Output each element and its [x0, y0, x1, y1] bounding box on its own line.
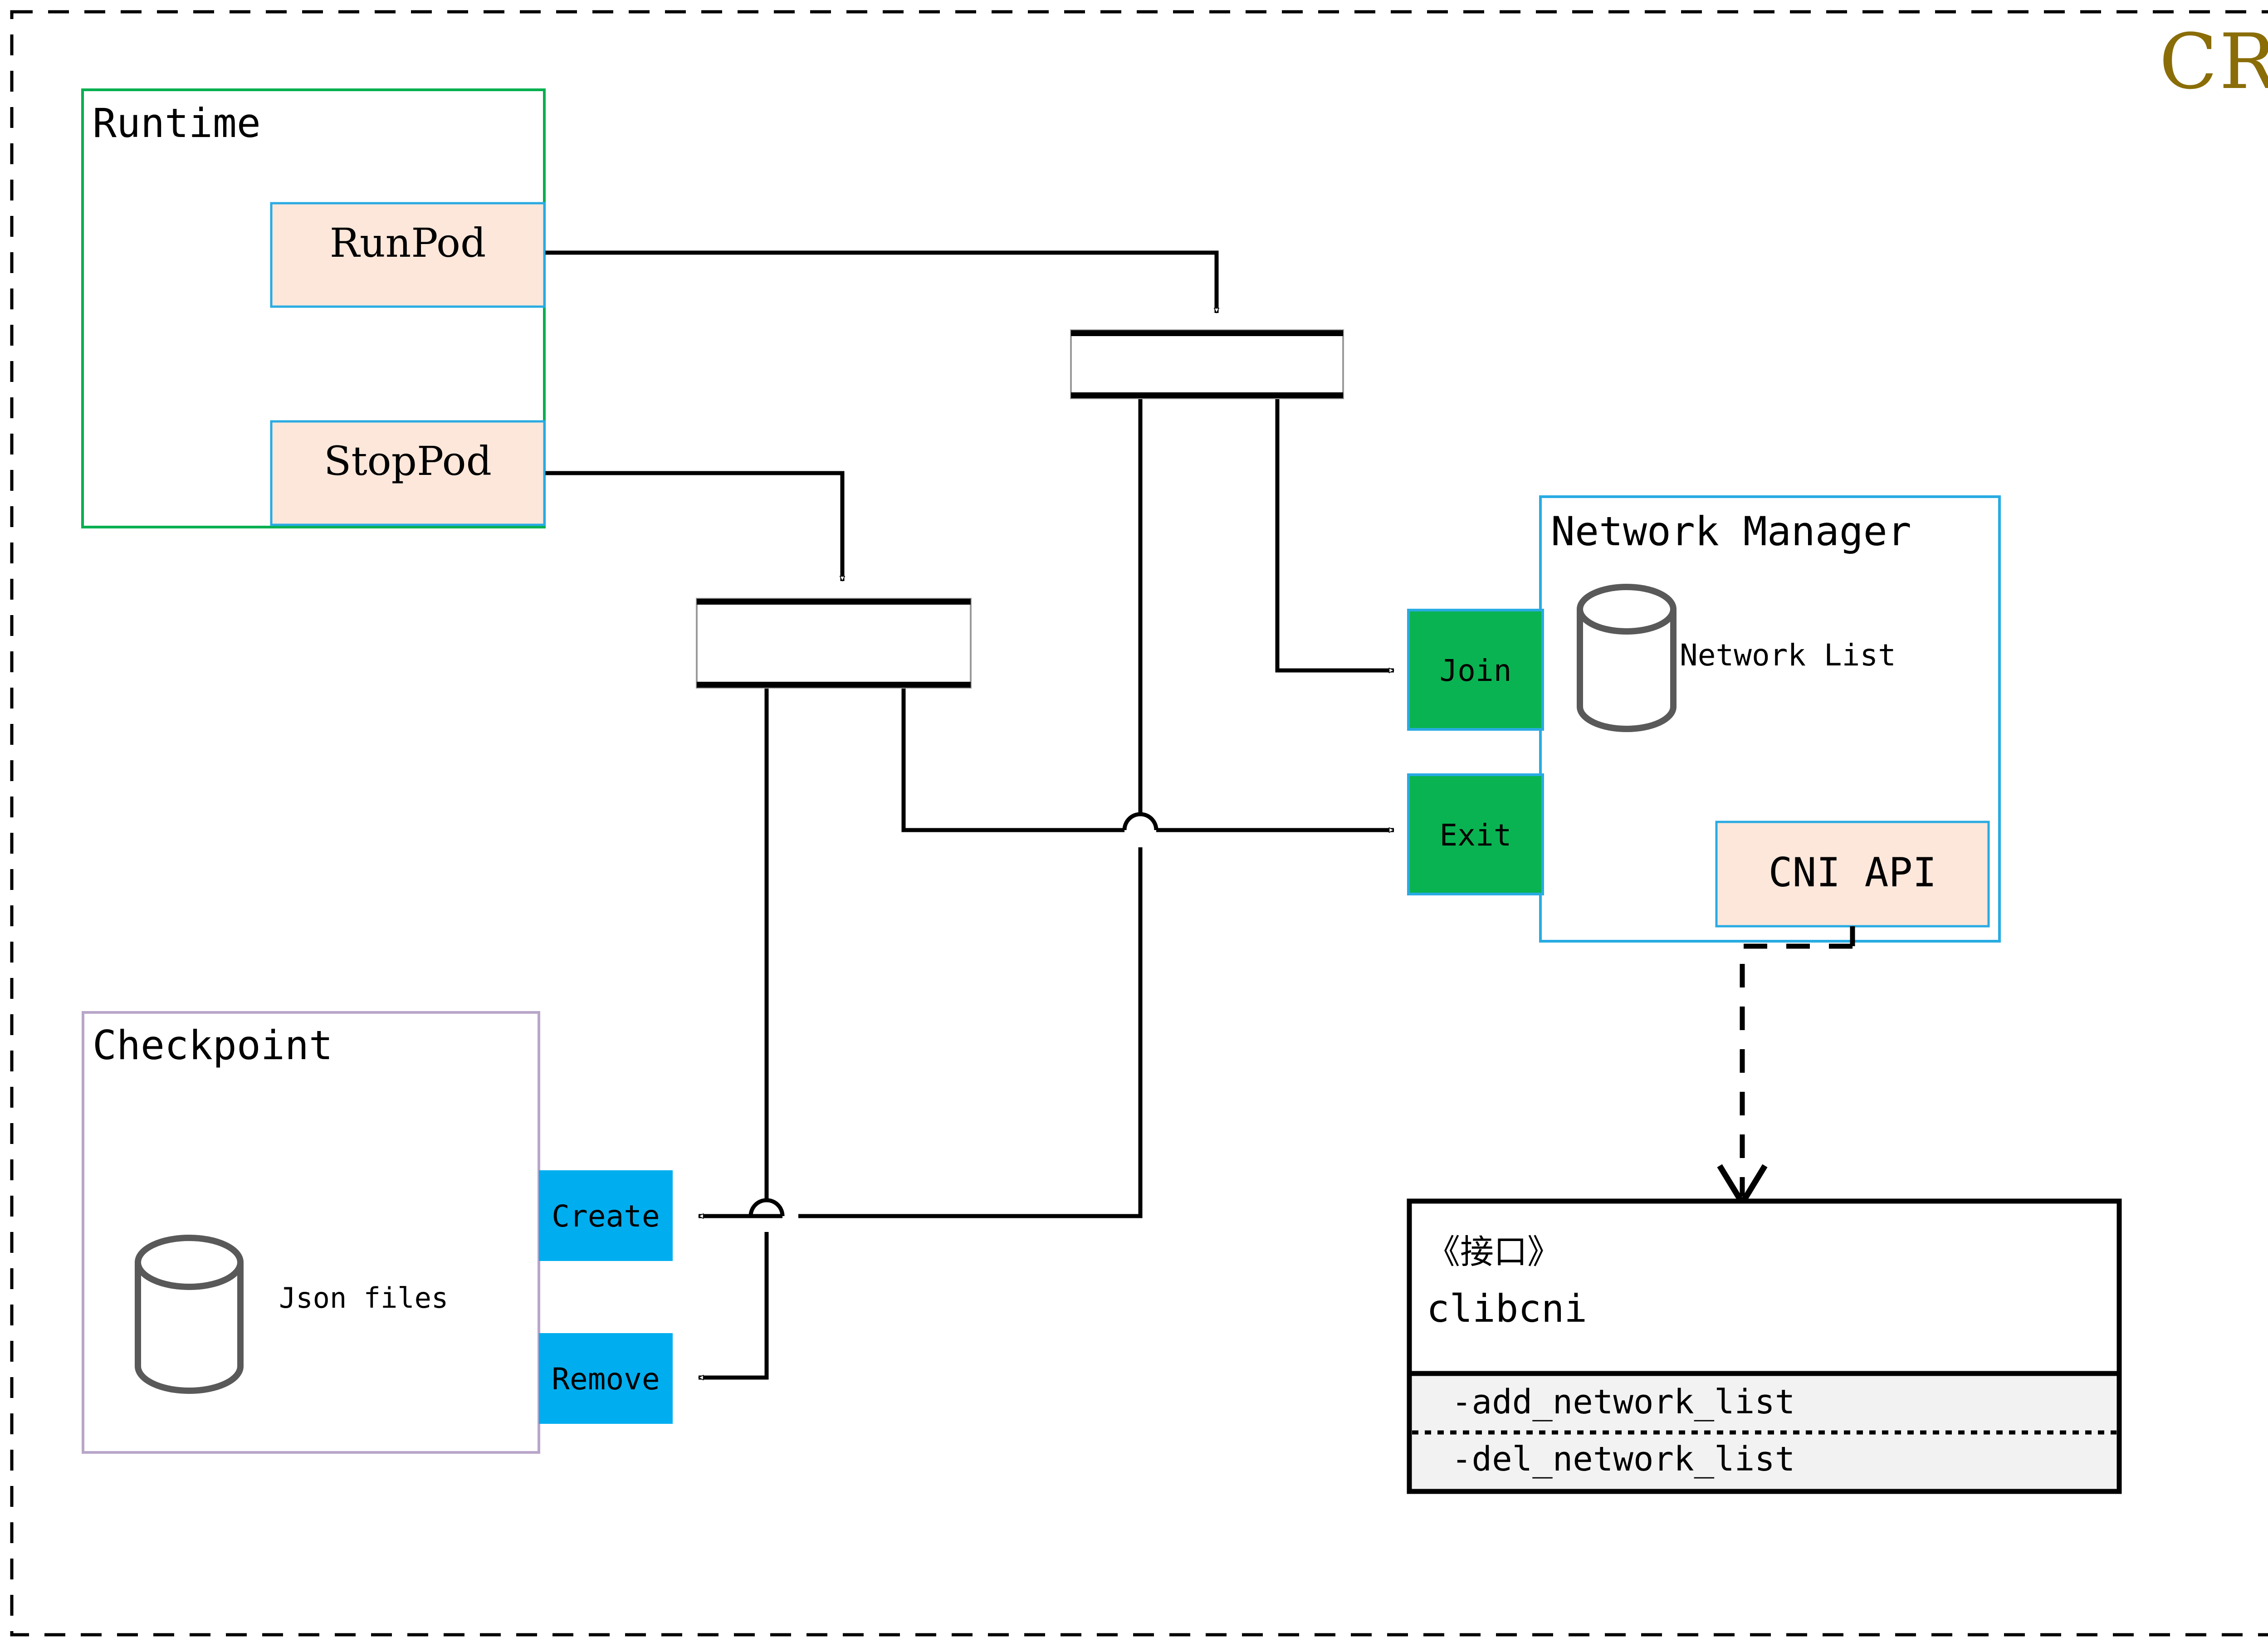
edge-stoppod-to-fork [544, 471, 842, 581]
line-hop-create-run [748, 1198, 785, 1217]
checkpoint-group-box [82, 1011, 540, 1454]
node-remove-label[interactable]: Remove [552, 1362, 660, 1397]
network-list-label: Network List [1680, 638, 1896, 673]
edge-fork-to-join [1275, 398, 1394, 670]
checkpoint-group-label: Checkpoint [93, 1022, 333, 1069]
node-create-label[interactable]: Create [552, 1199, 660, 1234]
node-exit-box [1407, 773, 1544, 895]
edge-fork2-right-leg [901, 688, 1124, 832]
node-stoppod-box [270, 420, 546, 526]
edge-fork2-left-leg-b [699, 1232, 769, 1378]
diagram-title: CRI [2159, 17, 2268, 106]
interface-name: clibcni [1427, 1286, 1588, 1331]
node-join-box [1407, 609, 1544, 731]
edge-cniapi-to-clibcni [1717, 926, 1855, 1209]
interface-stereotype: 《接口》 [1427, 1232, 1561, 1271]
node-create-box [539, 1170, 673, 1261]
interface-method-1: -del_network_list [1452, 1440, 1795, 1479]
node-runpod-box [270, 202, 546, 308]
node-cni-api-box [1715, 821, 1990, 928]
runtime-group-label: Runtime [93, 100, 261, 147]
node-exit-label[interactable]: Exit [1439, 818, 1512, 853]
edge-fork1-left-leg-b [798, 847, 1143, 1218]
outer-frame [10, 10, 2268, 1637]
interface-method-0: -add_network_list [1452, 1383, 1795, 1422]
node-join-label[interactable]: Join [1439, 653, 1512, 688]
network-manager-group-label: Network Manager [1551, 508, 1911, 555]
checkpoint-store-label: Json files [279, 1281, 449, 1315]
edge-runpod-to-fork [544, 250, 1217, 313]
line-hop-exit-run [1122, 812, 1158, 831]
checkpoint-cylinder-icon [135, 1235, 244, 1394]
network-list-cylinder-icon [1577, 584, 1677, 732]
interface-clibcni-box [1407, 1198, 2122, 1494]
runtime-group-box [81, 88, 546, 528]
fork-bar-stoppod [696, 598, 972, 689]
node-remove-box [539, 1333, 673, 1424]
node-runpod-label[interactable]: RunPod [329, 220, 486, 266]
fork-bar-runpod [1070, 329, 1344, 399]
node-cni-api-label[interactable]: CNI API [1768, 849, 1937, 896]
node-stoppod-label[interactable]: StopPod [324, 438, 492, 484]
